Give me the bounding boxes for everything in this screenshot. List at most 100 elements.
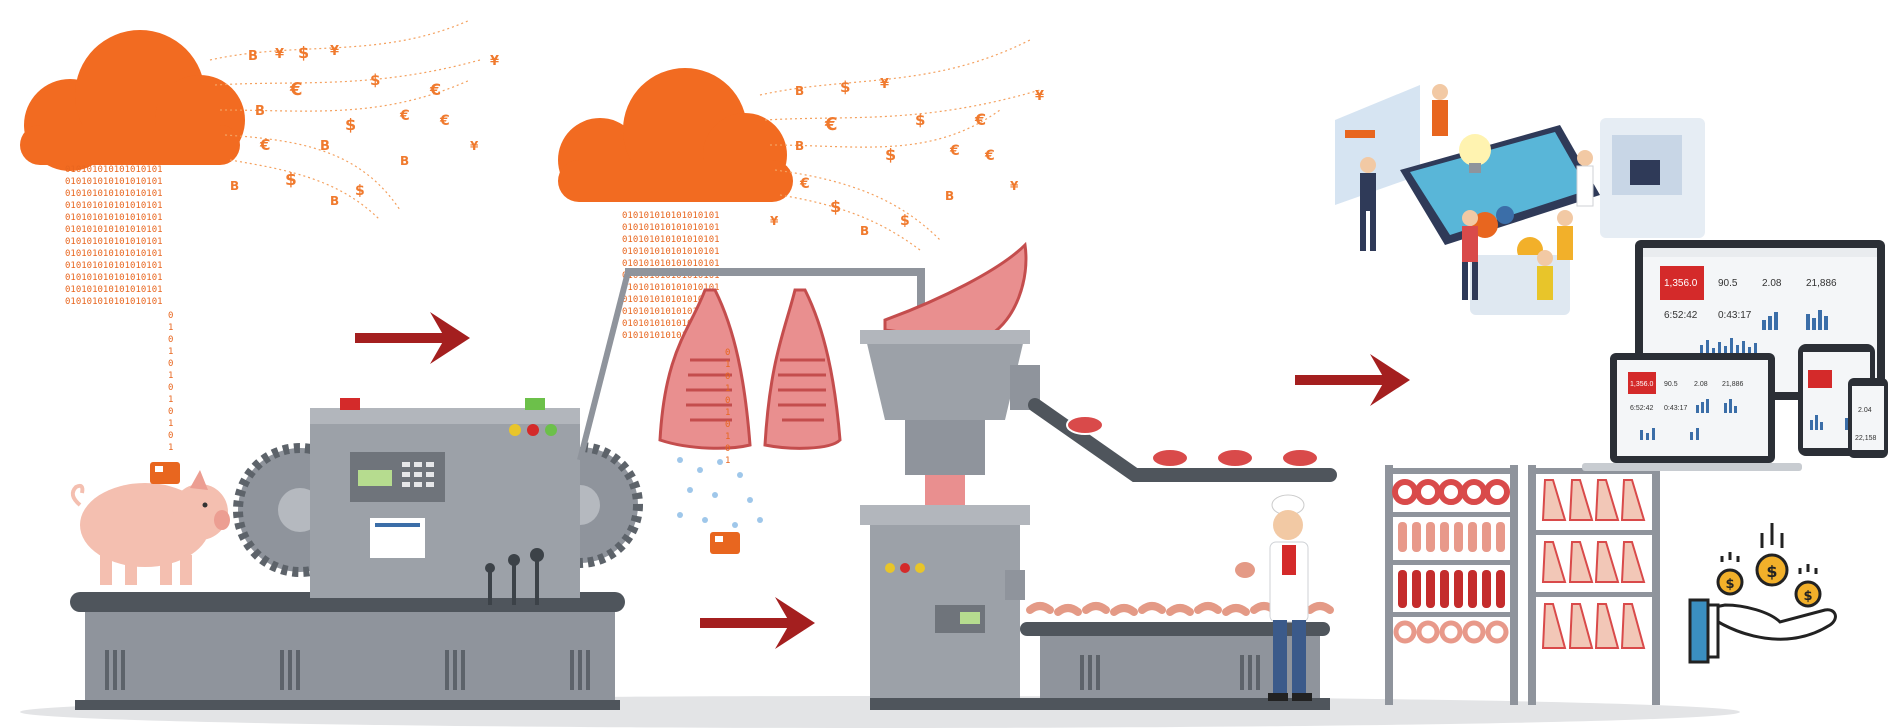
water-drops [677, 457, 763, 528]
currency-symbol: $ [298, 43, 309, 62]
currency-symbol: € [399, 108, 410, 124]
binary-line: 010101010101010101 [65, 285, 163, 295]
dash-value: 21,886 [1806, 278, 1837, 289]
currency-swirl-1 [209, 19, 481, 221]
currency-symbol: B [320, 139, 330, 154]
currency-symbol: € [949, 143, 960, 159]
currency-symbol: B [400, 154, 409, 168]
overhead-rail [577, 268, 925, 461]
currency-symbol: € [429, 80, 441, 99]
svg-text:0: 0 [725, 420, 730, 430]
carcass-2 [763, 288, 842, 450]
currency-symbol: $ [840, 78, 850, 96]
currency-symbol: € [799, 176, 810, 192]
cloud-2 [558, 68, 793, 202]
svg-text:1: 1 [168, 419, 173, 429]
svg-text:1: 1 [725, 432, 730, 442]
dash-value: 22,158 [1855, 435, 1877, 442]
currency-symbol: B [945, 189, 954, 203]
svg-text:$: $ [1725, 577, 1734, 592]
currency-symbols-1: B ¥ $ ¥ € B $ € $ B € B $ ¥ € B $ € B ¥ [230, 43, 499, 208]
binary-line: 010101010101010101 [622, 295, 720, 305]
svg-text:0: 0 [725, 348, 730, 358]
svg-text:1: 1 [168, 395, 173, 405]
binary-line: 010101010101010101 [622, 283, 720, 293]
binary-line: 010101010101010101 [622, 247, 720, 257]
binary-line: 010101010101010101 [65, 297, 163, 307]
dash-value: 6:52:42 [1630, 405, 1653, 412]
currency-symbol: ¥ [1010, 179, 1019, 193]
currency-swirl-2 [759, 39, 1041, 251]
binary-line: 010101010101010101 [65, 165, 163, 175]
svg-text:0: 0 [168, 383, 173, 393]
dash-value: 2.04 [1858, 407, 1872, 414]
binary-line: 010101010101010101 [622, 259, 720, 269]
steak-conveyor [1028, 398, 1337, 482]
binary-line: 010101010101010101 [65, 273, 163, 283]
svg-text:0: 0 [168, 407, 173, 417]
currency-symbol: $ [885, 145, 896, 164]
svg-text:$: $ [1803, 589, 1812, 604]
currency-symbol: $ [355, 183, 365, 199]
arrow-right-2 [700, 597, 815, 649]
svg-text:1: 1 [168, 323, 173, 333]
coin-icon: $ [1716, 552, 1744, 596]
arrow-right-1 [355, 312, 470, 364]
dash-value: 1,356.0 [1630, 381, 1653, 388]
carcass-3 [883, 241, 1028, 339]
currency-symbol: B [795, 139, 804, 153]
currency-symbol: B [795, 84, 804, 98]
binary-line: 010101010101010101 [65, 249, 163, 259]
svg-text:0: 0 [725, 396, 730, 406]
dash-value: 1,356.0 [1664, 278, 1698, 289]
grinder-hopper [860, 330, 1040, 505]
team-collaboration [1335, 84, 1705, 315]
currency-symbol: $ [345, 115, 356, 134]
binary-drip-1: 0 1 0 1 0 1 0 1 0 1 0 1 [168, 311, 173, 453]
binary-stream-2: 010101010101010101 010101010101010101 01… [622, 211, 720, 341]
currency-symbol: ¥ [490, 54, 499, 69]
currency-symbol: $ [900, 213, 910, 229]
currency-symbol: € [984, 148, 995, 164]
machine-1 [310, 398, 580, 612]
svg-text:0: 0 [168, 311, 173, 321]
arrow-right-3 [1295, 354, 1410, 406]
currency-symbol: $ [830, 197, 841, 216]
currency-symbol: € [824, 114, 838, 135]
iot-sensor-2 [710, 532, 740, 554]
binary-line: 010101010101010101 [65, 237, 163, 247]
shelf-ham [1528, 465, 1660, 705]
binary-line: 010101010101010101 [65, 225, 163, 235]
laptop: 1,356.0 90.5 2.08 21,886 6:52:42 0:43:17 [1582, 353, 1802, 471]
currency-symbol: $ [370, 71, 380, 89]
svg-text:0: 0 [725, 444, 730, 454]
shelf-sausages [1385, 465, 1518, 705]
binary-drip-2: 0 1 0 1 0 1 0 1 0 1 [725, 348, 730, 466]
svg-text:0: 0 [725, 372, 730, 382]
cloud-1 [20, 30, 245, 171]
currency-symbol: $ [285, 170, 297, 190]
svg-text:1: 1 [725, 384, 730, 394]
currency-symbol: $ [915, 111, 925, 129]
currency-symbol: B [255, 104, 265, 119]
currency-symbol: ¥ [1035, 89, 1044, 104]
dash-value: 0:43:17 [1664, 405, 1687, 412]
svg-text:1: 1 [725, 456, 730, 466]
currency-symbol: ¥ [880, 77, 889, 92]
currency-symbol: B [330, 194, 339, 208]
binary-line: 010101010101010101 [622, 211, 720, 221]
currency-symbol: B [860, 224, 869, 238]
currency-symbol: B [248, 49, 258, 64]
currency-symbol: ¥ [275, 47, 284, 62]
currency-symbol: B [230, 179, 239, 193]
currency-symbol: ¥ [330, 44, 339, 59]
svg-text:1: 1 [168, 347, 173, 357]
dash-value: 90.5 [1664, 381, 1678, 388]
binary-line: 010101010101010101 [622, 331, 720, 341]
svg-text:1: 1 [725, 408, 730, 418]
binary-line: 010101010101010101 [65, 189, 163, 199]
svg-text:0: 0 [168, 431, 173, 441]
dash-value: 2.08 [1762, 278, 1782, 289]
coin-icon: $ [1794, 564, 1822, 608]
